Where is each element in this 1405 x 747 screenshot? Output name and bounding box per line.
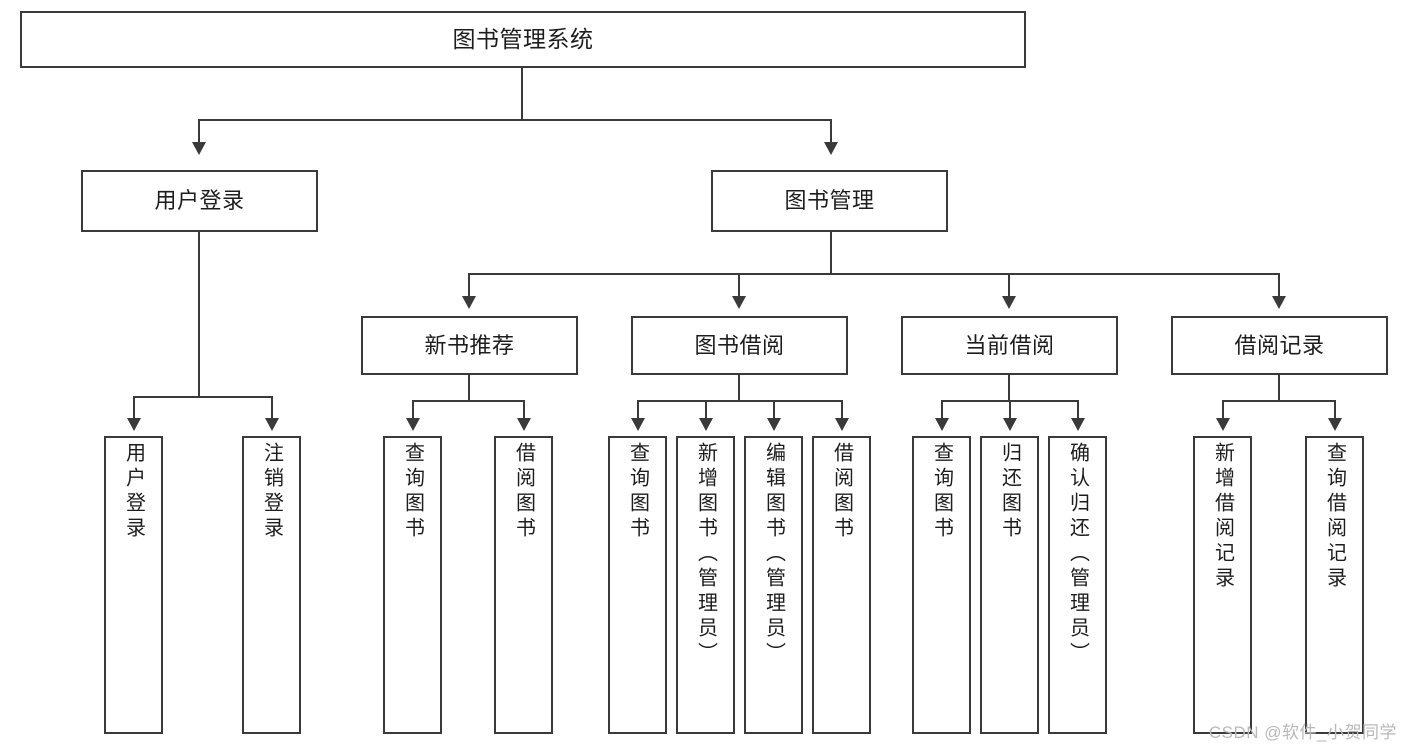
node-user-login[interactable]: 用户登录 bbox=[81, 170, 318, 232]
node-label: 借阅记录 bbox=[1234, 332, 1325, 358]
node-label: 新增借阅记录 bbox=[1211, 442, 1234, 592]
connector-drop-user-login bbox=[198, 119, 200, 144]
arrow-to-new-book bbox=[462, 296, 476, 309]
node-label: 图书借阅 bbox=[694, 332, 785, 358]
node-book-borrow[interactable]: 图书借阅 bbox=[631, 316, 848, 375]
arrow-to-borrow-leaf-2 bbox=[699, 418, 713, 431]
arrow-to-borrow-leaf-4 bbox=[835, 418, 849, 431]
connector-new-book-bus bbox=[412, 400, 525, 402]
node-label: 确认归还（管理员） bbox=[1066, 442, 1089, 667]
arrow-to-current-leaf-3 bbox=[1071, 418, 1085, 431]
arrow-to-user-login bbox=[192, 142, 206, 155]
node-label: 归还图书 bbox=[998, 442, 1021, 542]
arrow-to-borrow-leaf-1 bbox=[631, 418, 645, 431]
connector-book-borrow-bus bbox=[637, 400, 842, 402]
connector-drop-record-leaf-2 bbox=[1334, 400, 1336, 418]
connector-drop-new-book-leaf-1 bbox=[412, 400, 414, 418]
leaf-return-book[interactable]: 归还图书 bbox=[980, 436, 1039, 734]
connector-drop-user-login-leaf-1 bbox=[133, 396, 135, 418]
connector-new-book-stem bbox=[468, 375, 470, 401]
node-label: 查询图书 bbox=[401, 442, 424, 542]
connector-drop-borrow-leaf-4 bbox=[841, 400, 843, 418]
leaf-query-book-current[interactable]: 查询图书 bbox=[912, 436, 971, 734]
node-label: 注销登录 bbox=[260, 442, 283, 542]
node-root-system[interactable]: 图书管理系统 bbox=[20, 11, 1026, 68]
connector-drop-borrow-leaf-3 bbox=[773, 400, 775, 418]
leaf-borrow-book-recommend[interactable]: 借阅图书 bbox=[494, 436, 553, 734]
node-label: 新增图书（管理员） bbox=[694, 442, 717, 667]
connector-user-login-stem bbox=[198, 232, 200, 397]
leaf-query-book-recommend[interactable]: 查询图书 bbox=[383, 436, 442, 734]
arrow-to-record-leaf-2 bbox=[1328, 418, 1342, 431]
leaf-logout[interactable]: 注销登录 bbox=[242, 436, 301, 734]
connector-book-manage-bus bbox=[468, 273, 1280, 275]
leaf-edit-book-admin[interactable]: 编辑图书（管理员） bbox=[744, 436, 803, 734]
arrow-to-borrow-leaf-3 bbox=[767, 418, 781, 431]
connector-user-login-bus bbox=[133, 396, 272, 398]
arrow-to-book-borrow bbox=[732, 296, 746, 309]
connector-drop-borrow-leaf-1 bbox=[637, 400, 639, 418]
arrow-to-book-manage bbox=[824, 142, 838, 155]
node-current-borrow[interactable]: 当前借阅 bbox=[901, 316, 1118, 375]
leaf-query-borrow-record[interactable]: 查询借阅记录 bbox=[1305, 436, 1364, 734]
arrow-to-current-leaf-2 bbox=[1003, 418, 1017, 431]
arrow-to-borrow-record bbox=[1272, 296, 1286, 309]
node-new-book-recommend[interactable]: 新书推荐 bbox=[361, 316, 578, 375]
leaf-add-book-admin[interactable]: 新增图书（管理员） bbox=[676, 436, 735, 734]
arrow-to-record-leaf-1 bbox=[1216, 418, 1230, 431]
leaf-add-borrow-record[interactable]: 新增借阅记录 bbox=[1193, 436, 1252, 734]
connector-root-bus bbox=[198, 119, 832, 121]
connector-book-borrow-stem bbox=[738, 375, 740, 401]
watermark: CSDN @软件_小贺同学 bbox=[1208, 723, 1397, 742]
arrow-to-current-borrow bbox=[1002, 296, 1016, 309]
node-label: 查询图书 bbox=[626, 442, 649, 542]
connector-drop-borrow-leaf-2 bbox=[705, 400, 707, 418]
arrow-to-new-book-leaf-2 bbox=[517, 418, 531, 431]
connector-borrow-record-stem bbox=[1278, 375, 1280, 401]
connector-drop-new-book-leaf-2 bbox=[523, 400, 525, 418]
node-label: 当前借阅 bbox=[964, 332, 1055, 358]
node-label: 图书管理 bbox=[784, 188, 875, 214]
node-label: 查询图书 bbox=[930, 442, 953, 542]
connector-drop-borrow-record bbox=[1278, 273, 1280, 297]
node-label: 借阅图书 bbox=[830, 442, 853, 542]
connector-drop-current-borrow bbox=[1008, 273, 1010, 297]
node-label: 查询借阅记录 bbox=[1323, 442, 1346, 592]
leaf-borrow-book[interactable]: 借阅图书 bbox=[812, 436, 871, 734]
arrow-to-user-login-leaf-1 bbox=[127, 418, 141, 431]
leaf-user-login[interactable]: 用户登录 bbox=[104, 436, 163, 734]
arrow-to-user-login-leaf-2 bbox=[265, 418, 279, 431]
connector-drop-record-leaf-1 bbox=[1222, 400, 1224, 418]
node-label: 借阅图书 bbox=[512, 442, 535, 542]
connector-root-stem bbox=[521, 68, 523, 120]
node-label: 用户登录 bbox=[154, 188, 245, 214]
connector-drop-current-leaf-1 bbox=[941, 400, 943, 418]
node-label: 编辑图书（管理员） bbox=[762, 442, 785, 667]
connector-drop-new-book bbox=[468, 273, 470, 297]
connector-drop-book-manage bbox=[830, 119, 832, 144]
connector-drop-current-leaf-2 bbox=[1009, 400, 1011, 418]
node-label: 图书管理系统 bbox=[452, 26, 594, 53]
connector-current-borrow-stem bbox=[1008, 375, 1010, 401]
node-borrow-record[interactable]: 借阅记录 bbox=[1171, 316, 1388, 375]
connector-borrow-record-bus bbox=[1222, 400, 1336, 402]
node-label: 用户登录 bbox=[122, 442, 145, 542]
connector-drop-current-leaf-3 bbox=[1077, 400, 1079, 418]
arrow-to-new-book-leaf-1 bbox=[406, 418, 420, 431]
leaf-query-book[interactable]: 查询图书 bbox=[608, 436, 667, 734]
connector-drop-user-login-leaf-2 bbox=[271, 396, 273, 418]
arrow-to-current-leaf-1 bbox=[935, 418, 949, 431]
connector-book-manage-stem bbox=[830, 232, 832, 274]
node-book-manage[interactable]: 图书管理 bbox=[711, 170, 948, 232]
node-label: 新书推荐 bbox=[424, 332, 515, 358]
leaf-confirm-return-admin[interactable]: 确认归还（管理员） bbox=[1048, 436, 1107, 734]
connector-drop-book-borrow bbox=[738, 273, 740, 297]
